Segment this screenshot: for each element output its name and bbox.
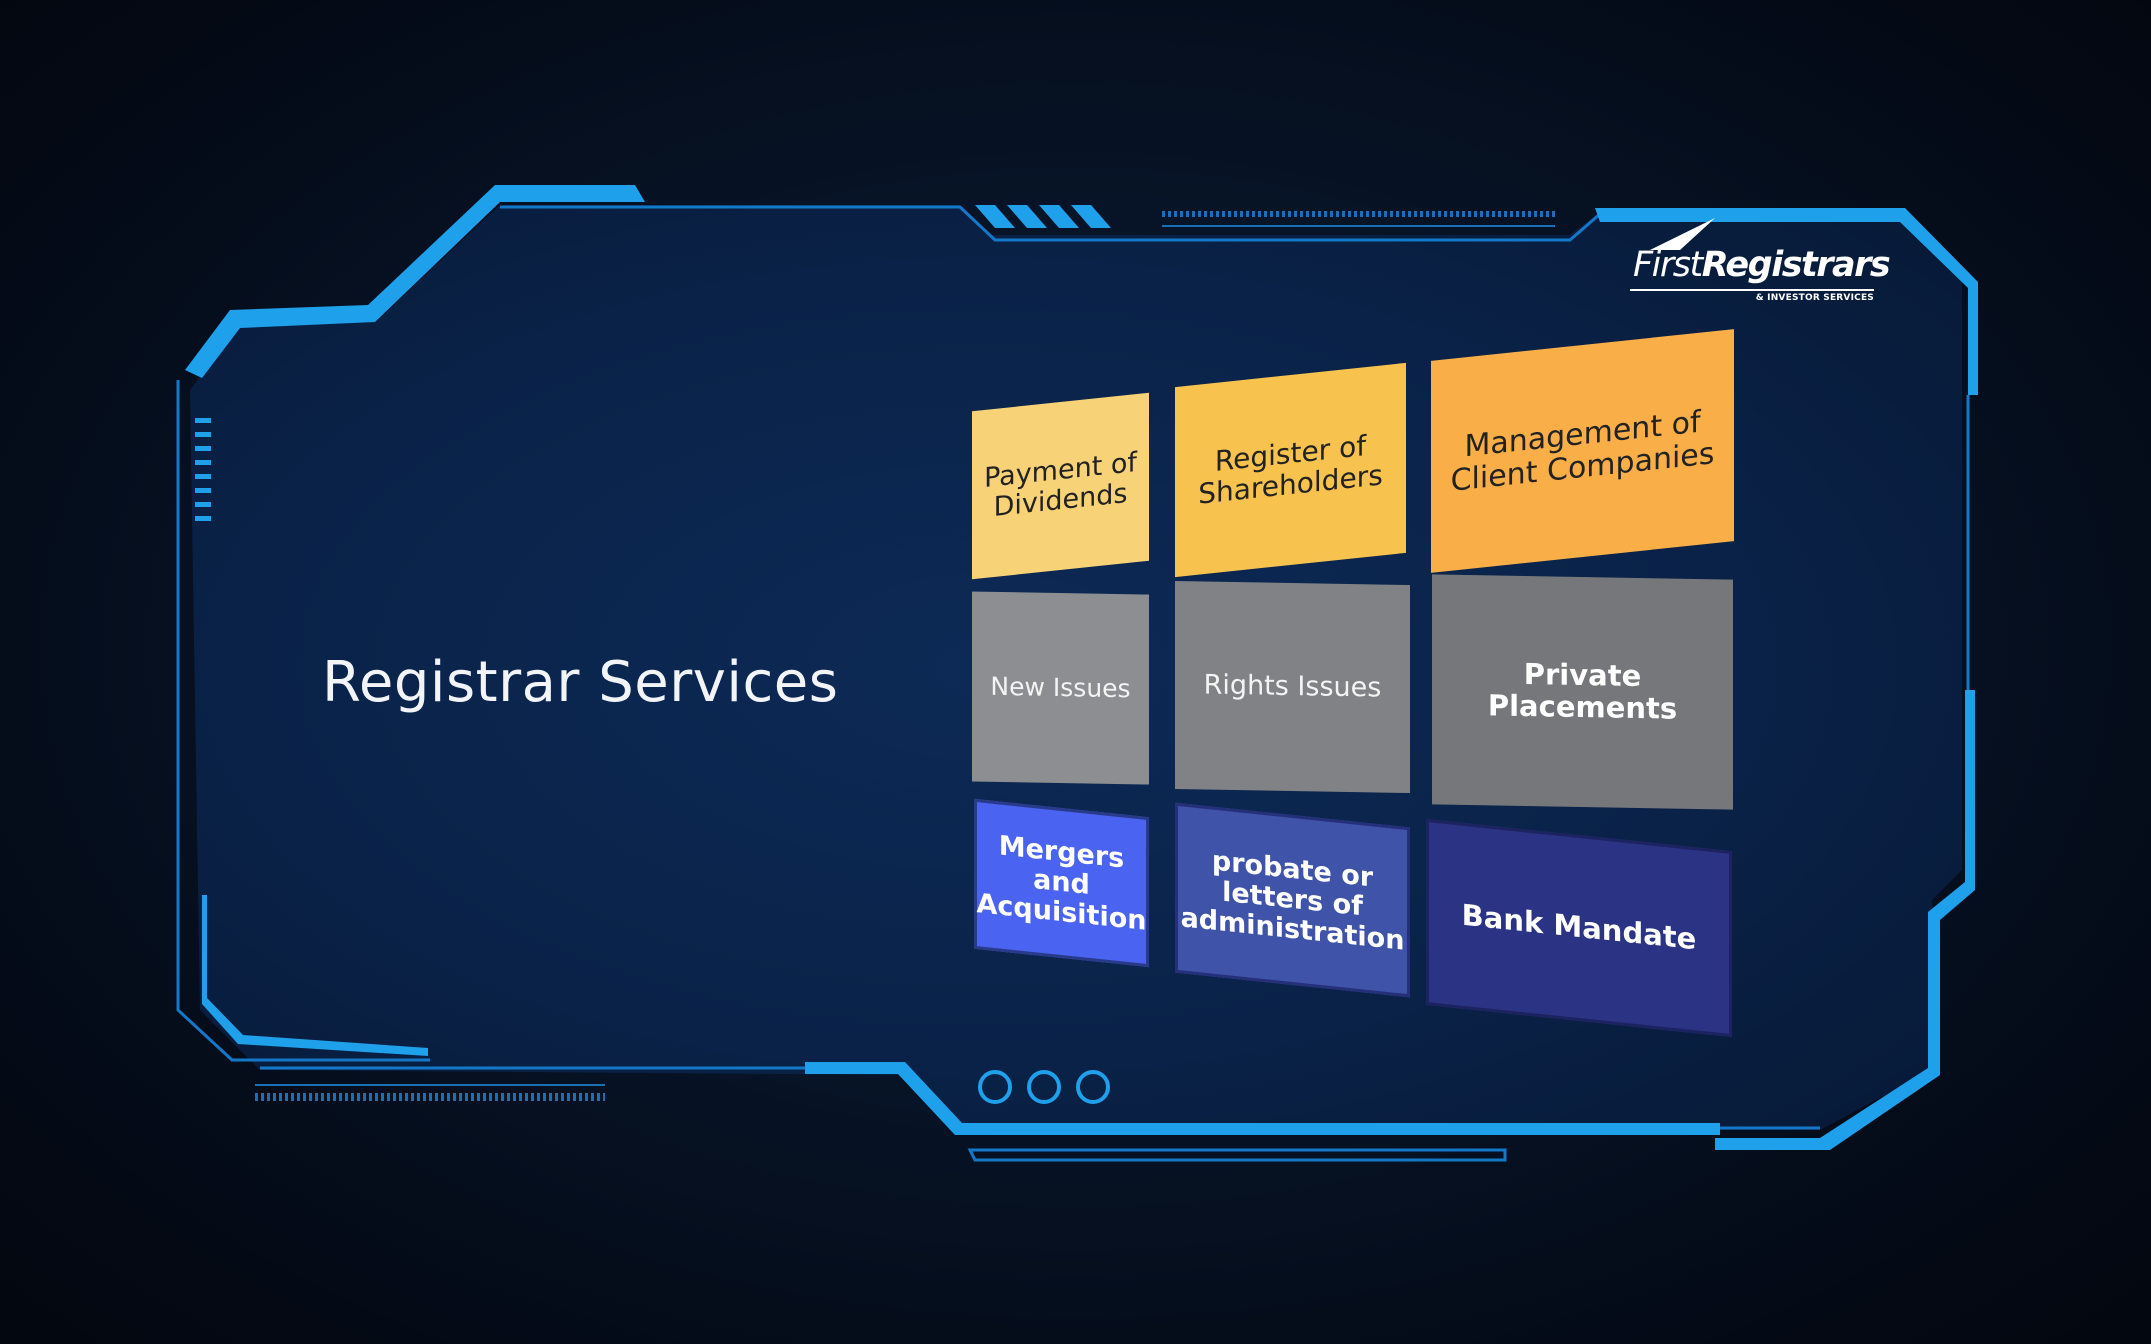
frame-bottom-line <box>967 1148 1507 1162</box>
tile-payment-of-dividends: Payment of Dividends <box>972 392 1149 580</box>
tile-new-issues: New Issues <box>972 591 1149 785</box>
tile-label: Bank Mandate <box>1461 897 1697 957</box>
tile-label: Rights Issues <box>1203 669 1382 704</box>
tile-management-of-client-companies: Management of Client Companies <box>1431 329 1734 573</box>
tile-rights-issues: Rights Issues <box>1175 580 1410 794</box>
tile-label: New Issues <box>990 672 1131 704</box>
tile-label: Private Placements <box>1487 657 1678 726</box>
tile-private-placements: Private Placements <box>1432 574 1733 810</box>
tile-probate-or-letters-of-administration: probate or letters of administration <box>1175 802 1410 998</box>
logo-name-first: First <box>1633 245 1703 285</box>
tile-label: Payment of Dividends <box>984 447 1137 524</box>
tile-label: Register of Shareholders <box>1198 429 1383 511</box>
page-title: Registrar Services <box>322 650 839 715</box>
frame-top-ruler <box>1162 211 1555 227</box>
tile-label: Management of Client Companies <box>1450 404 1715 499</box>
tile-label: Mergers and Acquisition <box>976 830 1147 937</box>
tile-bank-mandate: Bank Mandate <box>1426 818 1732 1038</box>
frame-bottom-ruler <box>255 1084 605 1101</box>
frame-left-line <box>176 380 430 1062</box>
frame-top-stripes <box>975 205 1111 228</box>
tile-mergers-and-acquisition: Mergers and Acquisition <box>974 798 1149 968</box>
logo-tagline: & INVESTOR SERVICES <box>1755 293 1874 303</box>
logo-wordmark: FirstRegistrars <box>1633 245 1891 285</box>
frame-circles <box>978 1070 1110 1104</box>
logo-underline <box>1630 289 1874 291</box>
frame-left-ticks <box>195 418 211 521</box>
frame-accent-top-left <box>185 185 645 378</box>
tile-label: probate or letters of administration <box>1180 845 1405 957</box>
company-logo: FirstRegistrars & INVESTOR SERVICES <box>1630 215 1891 305</box>
frame-accent-bottom <box>805 1062 1720 1135</box>
logo-name-registrars: Registrars <box>1701 245 1891 285</box>
logo-swoosh-icon <box>1650 218 1715 250</box>
tile-register-of-shareholders: Register of Shareholders <box>1175 362 1406 578</box>
